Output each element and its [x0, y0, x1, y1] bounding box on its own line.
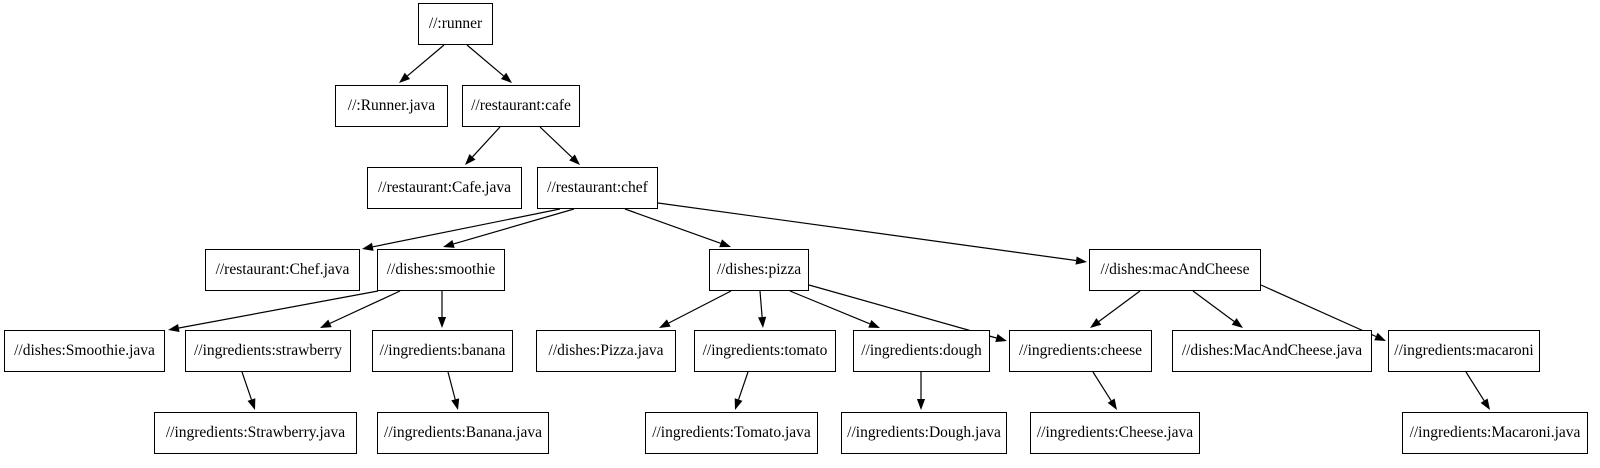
graph-edge-dishes_smoothie-to-ing_banana — [437, 291, 447, 328]
graph-node-label: //ingredients:Cheese.java — [1036, 424, 1194, 442]
graph-node-ing_cheese[interactable]: //ingredients:cheese — [1009, 330, 1152, 372]
graph-node-ing_dough[interactable]: //ingredients:dough — [853, 330, 990, 372]
graph-edge-runner-to-runner_java — [399, 44, 445, 83]
graph-node-label: //ingredients:Banana.java — [384, 424, 542, 442]
graph-node-chef_java[interactable]: //restaurant:Chef.java — [205, 249, 360, 291]
graph-edge-dishes_smoothie-to-ing_strawberry — [320, 290, 401, 328]
graph-node-label: //restaurant:chef — [547, 179, 648, 197]
graph-node-restaurant_chef[interactable]: //restaurant:chef — [537, 167, 658, 209]
graph-edge-restaurant_cafe-to-restaurant_chef — [539, 126, 580, 165]
graph-node-runner_java[interactable]: //:Runner.java — [335, 85, 448, 127]
graph-node-ing_tomato[interactable]: //ingredients:tomato — [694, 330, 836, 372]
graph-node-label: //restaurant:cafe — [471, 97, 571, 115]
graph-node-strawberry_java[interactable]: //ingredients:Strawberry.java — [154, 412, 357, 454]
graph-node-label: //ingredients:macaroni — [1394, 342, 1534, 360]
graph-edge-dishes_pizza-to-ing_tomato — [758, 290, 767, 328]
graph-node-dough_java[interactable]: //ingredients:Dough.java — [841, 412, 1007, 454]
graph-edge-restaurant_chef-to-dishes_smoothie — [443, 208, 575, 248]
graph-node-label: //dishes:smoothie — [386, 261, 496, 279]
graph-node-label: //restaurant:Chef.java — [215, 261, 350, 279]
graph-node-label: //dishes:Pizza.java — [548, 342, 664, 360]
graph-node-label: //ingredients:dough — [861, 342, 982, 360]
graph-node-dishes_pizza[interactable]: //dishes:pizza — [709, 249, 809, 291]
graph-edge-restaurant_chef-to-dishes_pizza — [624, 208, 731, 248]
graph-edge-ing_macaroni-to-macaroni_java — [1465, 371, 1490, 410]
graph-edge-ing_tomato-to-tomato_java — [734, 371, 749, 410]
graph-node-cheese_java[interactable]: //ingredients:Cheese.java — [1030, 412, 1200, 454]
graph-node-smoothie_java[interactable]: //dishes:Smoothie.java — [4, 330, 165, 372]
graph-node-label: //ingredients:Tomato.java — [652, 424, 811, 442]
graph-edge-dishes_mac-to-ing_cheese — [1090, 290, 1141, 328]
graph-edge-ing_dough-to-dough_java — [916, 372, 926, 410]
graph-node-ing_banana[interactable]: //ingredients:banana — [372, 330, 513, 372]
graph-node-label: //dishes:macAndCheese — [1100, 261, 1250, 279]
graph-node-restaurant_cafe[interactable]: //restaurant:cafe — [462, 85, 580, 127]
graph-node-banana_java[interactable]: //ingredients:Banana.java — [377, 412, 549, 454]
graph-edge-dishes_mac-to-mac_java — [1192, 290, 1243, 328]
graph-node-cafe_java[interactable]: //restaurant:Cafe.java — [367, 167, 522, 209]
graph-edge-dishes_pizza-to-pizza_java — [659, 290, 732, 328]
graph-node-pizza_java[interactable]: //dishes:Pizza.java — [536, 330, 676, 372]
graph-node-dishes_smoothie[interactable]: //dishes:smoothie — [377, 249, 505, 291]
graph-node-label: //:runner — [428, 15, 483, 33]
graph-node-label: //ingredients:banana — [379, 342, 506, 360]
graph-node-macaroni_java[interactable]: //ingredients:Macaroni.java — [1402, 412, 1588, 454]
graph-node-mac_java[interactable]: //dishes:MacAndCheese.java — [1172, 330, 1372, 372]
graph-edge-ing_banana-to-banana_java — [447, 371, 460, 410]
graph-node-label: //ingredients:Strawberry.java — [165, 424, 346, 442]
graph-edge-ing_cheese-to-cheese_java — [1092, 371, 1117, 410]
graph-node-ing_macaroni[interactable]: //ingredients:macaroni — [1388, 330, 1540, 372]
graph-node-tomato_java[interactable]: //ingredients:Tomato.java — [645, 412, 818, 454]
graph-edge-dishes_smoothie-to-smoothie_java — [168, 290, 379, 333]
graph-edge-runner-to-restaurant_cafe — [466, 44, 512, 83]
graph-node-label: //ingredients:strawberry — [193, 342, 343, 360]
graph-edge-restaurant_cafe-to-cafe_java — [465, 126, 501, 165]
graph-node-runner[interactable]: //:runner — [418, 3, 493, 45]
graph-edge-restaurant_chef-to-chef_java — [362, 208, 561, 251]
graph-edge-dishes_pizza-to-ing_dough — [789, 290, 880, 328]
graph-node-ing_strawberry[interactable]: //ingredients:strawberry — [185, 330, 351, 372]
graph-node-label: //ingredients:cheese — [1018, 342, 1143, 360]
graph-node-label: //dishes:MacAndCheese.java — [1181, 342, 1363, 360]
graph-node-label: //dishes:Smoothie.java — [14, 342, 155, 360]
graph-edge-ing_strawberry-to-strawberry_java — [241, 371, 256, 410]
graph-node-dishes_mac[interactable]: //dishes:macAndCheese — [1089, 249, 1261, 291]
graph-node-label: //ingredients:Macaroni.java — [1409, 424, 1581, 442]
graph-node-label: //:Runner.java — [347, 97, 436, 115]
graph-node-label: //dishes:pizza — [716, 261, 802, 279]
graph-node-label: //ingredients:tomato — [702, 342, 828, 360]
graph-node-label: //ingredients:Dough.java — [847, 424, 1001, 442]
graph-node-label: //restaurant:Cafe.java — [378, 179, 511, 197]
